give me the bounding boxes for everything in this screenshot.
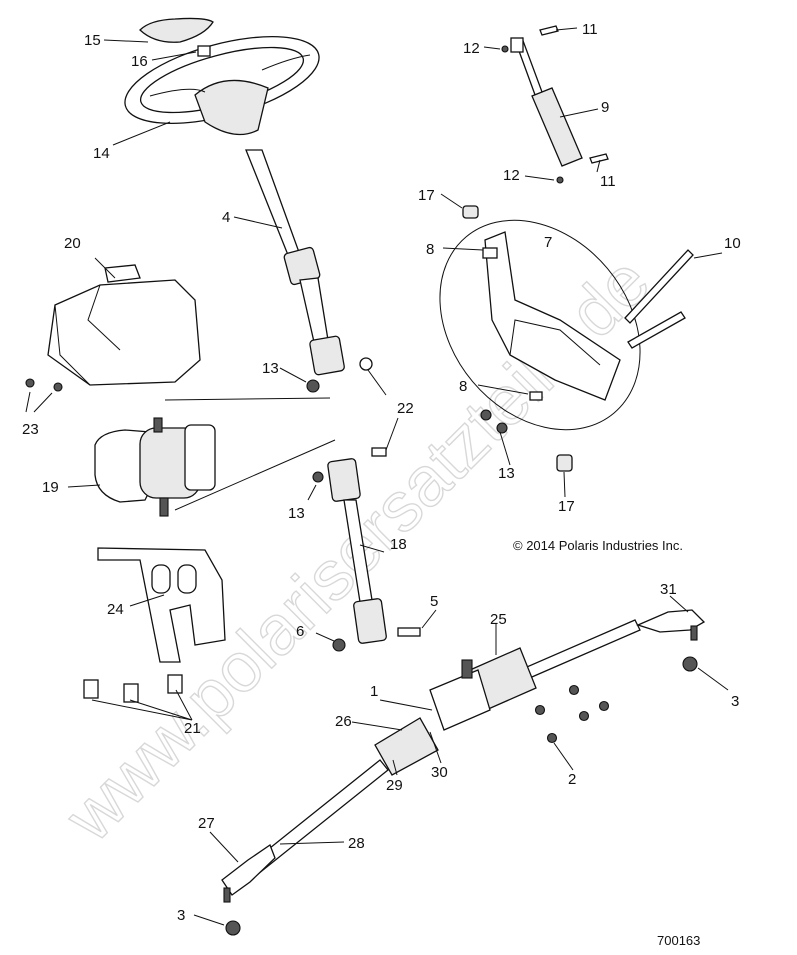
callout-10: 10 [724,235,741,252]
callout-13a: 13 [262,360,279,377]
castle-nut [225,920,241,936]
cover-screw [53,382,63,392]
callout-14: 14 [93,145,110,162]
callout-17a: 17 [418,187,435,204]
shaft-nut [312,471,324,483]
copyright-notice: © 2014 Polaris Industries Inc. [513,538,683,553]
callout-12b: 12 [503,167,520,184]
power-steering-unit [94,417,216,517]
tilt-bracket [482,231,621,401]
callout-labels: 15 16 14 4 20 13 23 22 19 13 18 24 6 5 2… [22,21,741,948]
callout-21: 21 [184,720,201,737]
strut-bolt [589,153,609,164]
pinch-nut [332,638,346,652]
callout-19: 19 [42,479,59,496]
callout-15: 15 [84,32,101,49]
mounting-bracket [97,547,226,663]
shaft-bolt [371,447,387,457]
strut-bolt [539,25,559,36]
callout-6: 6 [296,623,304,640]
callout-5: 5 [430,593,438,610]
steering-wheel-cap [139,17,214,43]
bracket-nut [480,409,492,421]
callout-27: 27 [198,815,215,832]
column-bolt [359,357,373,371]
callout-12a: 12 [463,40,480,57]
callout-11a: 11 [582,21,598,38]
callout-18: 18 [390,536,407,553]
tilt-pivot-bolt [624,249,694,324]
column-cover [47,264,201,386]
strut-nut [556,176,564,184]
upper-steering-shaft [245,149,345,376]
callout-11b: 11 [600,173,616,190]
steering-wheel-nut [197,45,211,57]
pinch-bolt [397,627,421,637]
figure-number: 700163 [657,933,700,948]
callout-4: 4 [222,209,230,226]
callout-9: 9 [601,99,609,116]
tilt-assembly-outline [439,219,641,431]
cover-screw [25,378,35,388]
lower-intermediate-shaft [327,458,387,644]
strut-nut [501,45,509,53]
callout-26: 26 [335,713,352,730]
callout-2: 2 [568,771,576,788]
callout-1: 1 [370,683,378,700]
callout-3b: 3 [177,907,185,924]
bushing [556,454,573,472]
callout-7: 7 [544,234,552,251]
callout-17b: 17 [558,498,575,515]
tie-rod-end-left [221,844,276,903]
rack-mount-nuts [534,684,610,744]
bracket-nut [496,422,508,434]
callout-13b: 13 [288,505,305,522]
tilt-pivot-bolt [627,311,686,349]
callout-8a: 8 [426,241,434,258]
gas-strut [510,37,583,167]
bracket-bolts [83,674,183,703]
callout-31: 31 [660,581,677,598]
callout-22: 22 [397,400,414,417]
callout-20: 20 [64,235,81,252]
callout-16: 16 [131,53,148,70]
column-nut [306,379,320,393]
callout-28: 28 [348,835,365,852]
callout-3a: 3 [731,693,739,710]
callout-25: 25 [490,611,507,628]
callout-13c: 13 [498,465,515,482]
callout-24: 24 [107,601,124,618]
castle-nut [682,656,698,672]
steering-wheel [124,36,320,136]
callout-29: 29 [386,777,403,794]
callout-8b: 8 [459,378,467,395]
leader-lines [25,27,729,926]
bushing [462,205,479,219]
callout-30: 30 [431,764,448,781]
tie-rod-end-right [636,609,706,641]
callout-23: 23 [22,421,39,438]
